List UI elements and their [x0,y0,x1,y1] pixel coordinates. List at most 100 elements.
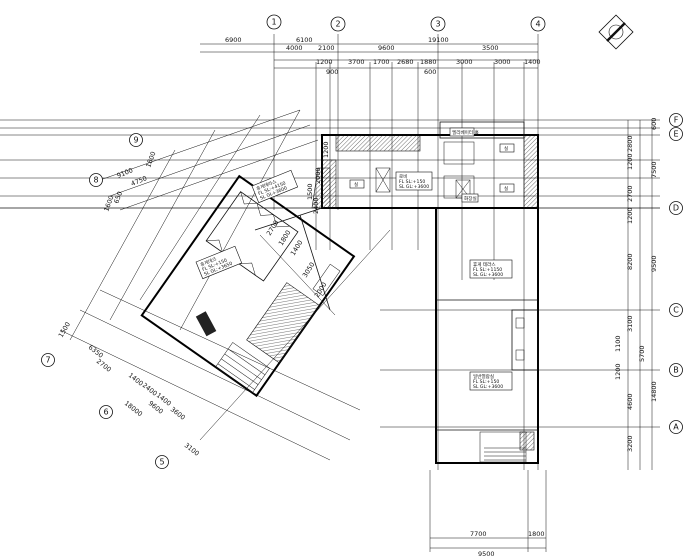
grid-bubble-E: E [669,127,683,141]
dim-text: 1880 [420,58,437,66]
dim-text: 2700 [95,357,113,373]
small-room-name: 실 [504,185,508,192]
grid-bubble-diag-5: 5 [155,455,169,469]
room-label-terrace-east: 휴게 테라스 FL SL:+1150 SL GL:+3600 [469,259,513,279]
small-room-name: 화장실 [464,195,477,202]
bubble-label: 4 [535,20,540,29]
top-dimensions [200,43,538,69]
grid-bubble-diag-9: 9 [129,133,143,147]
dim-text: 5700 [638,345,646,362]
bubble-label: 5 [159,458,164,467]
bubble-label: B [673,366,679,375]
grid-lines-vertical [273,34,539,470]
dim-text: 3000 [456,58,473,66]
grid-bubble-diag-6: 6 [99,405,113,419]
dim-text: 18000 [123,399,144,418]
bubble-label: 3 [435,20,440,29]
dim-text: 8200 [626,253,634,270]
dim-text: 2100 [318,44,335,52]
dim-total: 19100 [428,36,449,44]
grid-bubble-diag-7: 7 [41,353,55,367]
top-dimension-text: 19100 6900 6100 9600 3500 4000 2100 1200… [225,36,541,76]
room-label-rest-deck: 휴게데크 FL SL:+150 SL GL:+3650 [195,245,243,280]
dim-text: 2700 [626,185,634,202]
dim-text: 3600 [169,405,187,421]
room-label-lobby: 로비 FL SL:+150 SL GL:+3600 [395,171,433,191]
grid-bubble-diag-8: 8 [89,173,103,187]
dim-text: 1500 [306,183,314,200]
grid-bubble-4: 4 [530,16,546,32]
dim-text: 900 [326,68,338,76]
dim-text: 14800 [650,381,658,402]
grid-bubble-B: B [669,363,683,377]
bubble-label: F [674,116,679,125]
dim-text: 600 [424,68,436,76]
right-dimension-text: 600 2800 1200 2700 1200 7500 9500 14800 … [614,118,658,452]
dim-text: 3700 [348,58,365,66]
dim-text: 1200 [626,207,634,224]
dim-text: 650 [112,190,124,204]
dim-text: 6100 [296,36,313,44]
dim-text: 1800 [277,229,293,247]
bubble-label: E [673,130,678,139]
dim-text: 1700 [373,58,390,66]
bubble-label: C [673,306,679,315]
dim-text: 2800 [626,135,634,152]
dim-text: 3500 [482,44,499,52]
room-level: SL GL:+3600 [399,184,429,190]
diagonal-dimension-text-a: 9100 4750 1800 1600 650 [102,150,157,212]
north-arrow-icon [598,14,634,50]
small-room-name: 실 [354,181,358,188]
room-label-reading-room: 일반열람실 FL SL:+150 SL GL:+3600 [469,371,513,391]
grid-bubble-2: 2 [330,16,346,32]
bubble-label: 2 [335,20,340,29]
grid-bubble-C: C [669,303,683,317]
small-room-name: 실 [504,145,508,152]
bubble-label: 6 [103,408,108,417]
dim-text: 6900 [225,36,242,44]
dim-text: 1200 [626,153,634,170]
room-level: SL GL:+3600 [473,384,503,390]
dim-text: 7700 [470,530,487,538]
dim-text: 3000 [494,58,511,66]
dim-text: 2000 [314,167,322,184]
bubble-label: 9 [133,136,138,145]
dim-text: 3100 [626,315,634,332]
bottom-dimension-text: 7700 1800 9500 [470,530,545,558]
grid-bubble-1: 1 [266,14,282,30]
middle-dimension-text: 2700 1800 1400 3050 2000 1200 2000 1500 … [265,141,330,299]
bubble-label: 1 [271,18,276,27]
dim-text: 1200 [614,363,622,380]
dim-text: 3050 [301,261,317,279]
dim-text: 1100 [614,335,622,352]
dim-text: 9600 [378,44,395,52]
dim-text: 1800 [528,530,545,538]
room-level: FL SL:+150 [473,379,499,385]
bubble-label: 7 [45,356,50,365]
small-room-tags: 실 실 실 엘리베이터 홀 화장실 [349,127,515,203]
bubble-label: A [673,423,679,432]
room-level: SL GL:+3600 [473,272,503,278]
bubble-label: D [673,204,679,213]
dim-text: 4600 [626,393,634,410]
grid-bubble-D: D [669,201,683,215]
right-dimensions [627,120,653,470]
room-name: 로비 [399,173,407,180]
grid-bubble-3: 3 [430,16,446,32]
dim-text: 1200 [316,58,333,66]
dim-text: 3100 [183,441,201,457]
dim-text: 4000 [286,44,303,52]
small-room-name: 엘리베이터 홀 [452,129,479,136]
stair-bottom [479,431,535,463]
room-label-rest-terrace: 휴게테라스 FL SL:+4150 SL GL+3600 [251,169,299,204]
dim-text: 9500 [478,550,495,558]
bubble-label: 8 [93,176,98,185]
room-level: FL SL:+1150 [473,267,502,273]
dim-text: 6350 [87,343,105,359]
bottom-dimensions [429,470,547,552]
room-level: FL SL:+150 [399,179,425,185]
grid-lines-diagonal [59,109,391,461]
dim-text: 1200 [322,141,330,158]
dim-text: 1400 [524,58,541,66]
